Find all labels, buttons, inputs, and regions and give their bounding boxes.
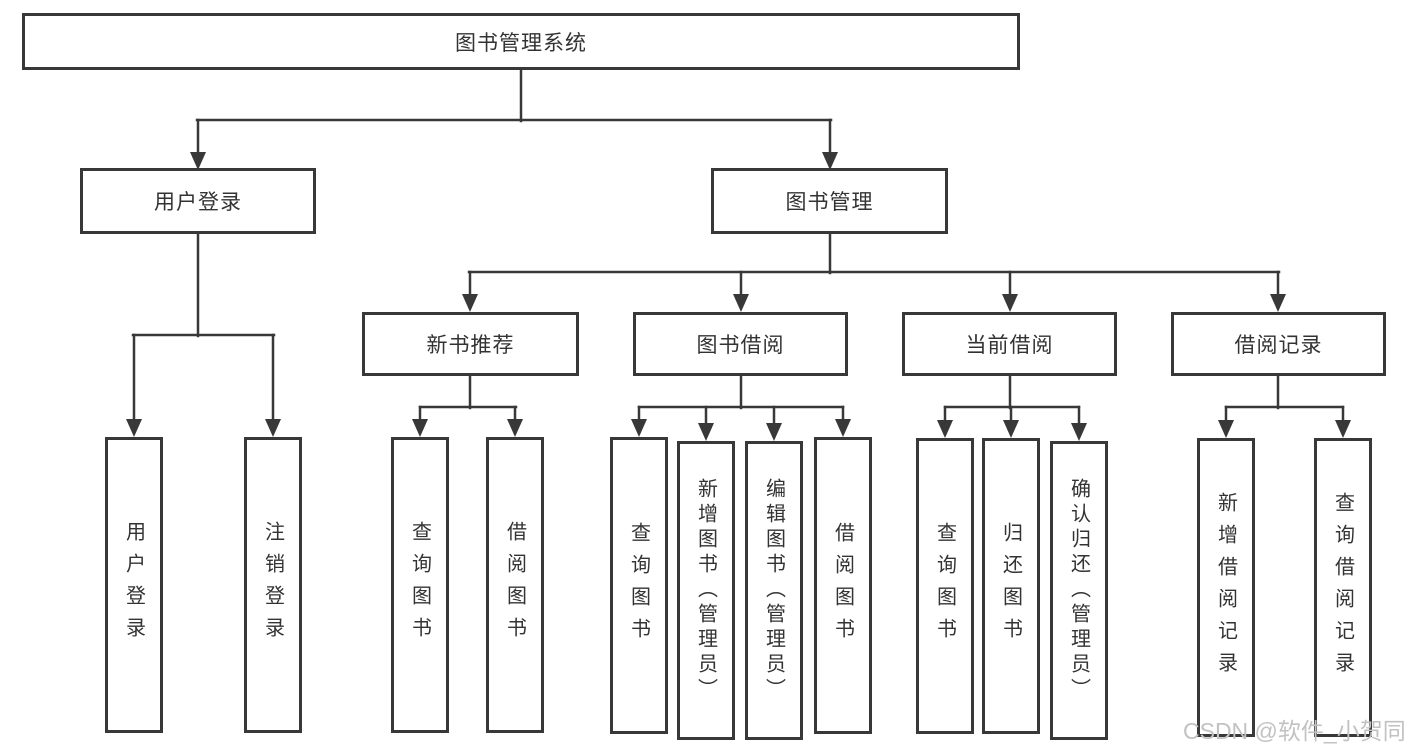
arrowhead-icon <box>766 423 782 441</box>
node-library-system: 图书管理系统 <box>22 13 1020 70</box>
leaf-query-books-recommend: 查询图书 <box>391 437 449 733</box>
arrowhead-icon <box>265 419 281 437</box>
arrowhead-icon <box>937 420 953 438</box>
arrowhead-icon <box>1003 420 1019 438</box>
arrowhead-icon <box>126 419 142 437</box>
node-library-system-label: 图书管理系统 <box>455 31 587 55</box>
leaf-query-books-current: 查询图书 <box>916 438 974 734</box>
leaf-user-login: 用户登录 <box>105 437 163 733</box>
node-borrow-records: 借阅记录 <box>1171 312 1386 376</box>
csdn-watermark: CSDN @软件_小贺同学 <box>1183 718 1405 744</box>
node-user-login: 用户登录 <box>80 168 316 234</box>
arrowhead-icon <box>822 152 838 170</box>
node-current-borrow-label: 当前借阅 <box>965 334 1054 357</box>
connector-user-login <box>126 232 281 437</box>
node-book-borrow-label: 图书借阅 <box>696 334 785 357</box>
node-current-borrow: 当前借阅 <box>902 312 1117 376</box>
arrowhead-icon <box>698 423 714 441</box>
node-book-management: 图书管理 <box>711 168 948 234</box>
arrowhead-icon <box>462 294 478 312</box>
leaf-return-book: 归还图书 <box>982 438 1040 734</box>
arrowhead-icon <box>1270 294 1286 312</box>
leaf-add-borrow-record: 新增借阅记录 <box>1197 438 1255 737</box>
node-user-login-label: 用户登录 <box>154 191 242 214</box>
connector-current-borrow <box>937 374 1087 441</box>
leaf-logout-login: 注销登录 <box>244 437 302 733</box>
connector-book-borrow <box>631 374 851 441</box>
node-new-book-recommend-label: 新书推荐 <box>426 334 515 357</box>
arrowhead-icon <box>835 419 851 437</box>
leaf-borrow-books: 借阅图书 <box>814 437 872 734</box>
node-borrow-records-label: 借阅记录 <box>1234 334 1323 357</box>
arrowhead-icon <box>190 152 206 170</box>
arrowhead-icon <box>1335 420 1351 438</box>
node-new-book-recommend: 新书推荐 <box>362 312 579 376</box>
arrowhead-icon <box>507 419 523 437</box>
node-book-management-label: 图书管理 <box>785 191 874 214</box>
connector-borrow-records <box>1218 374 1351 438</box>
arrowhead-icon <box>631 419 647 437</box>
leaf-confirm-return-admin: 确认归还（管理员） <box>1050 441 1108 740</box>
arrowhead-icon <box>1218 420 1234 438</box>
connector-new-book-recommend <box>412 374 523 437</box>
leaf-edit-book-admin: 编辑图书（管理员） <box>745 441 803 740</box>
arrowhead-icon <box>1002 294 1018 312</box>
leaf-query-borrow-record: 查询借阅记录 <box>1314 438 1372 737</box>
node-book-borrow: 图书借阅 <box>633 312 848 376</box>
leaf-add-book-admin: 新增图书（管理员） <box>677 441 735 740</box>
arrowhead-icon <box>412 419 428 437</box>
connector-book-management <box>462 232 1286 312</box>
leaf-borrow-books-recommend: 借阅图书 <box>486 437 544 733</box>
arrowhead-icon <box>733 294 749 312</box>
arrowhead-icon <box>1071 423 1087 441</box>
leaf-query-books-borrow: 查询图书 <box>610 437 668 734</box>
connector-root <box>190 68 838 170</box>
